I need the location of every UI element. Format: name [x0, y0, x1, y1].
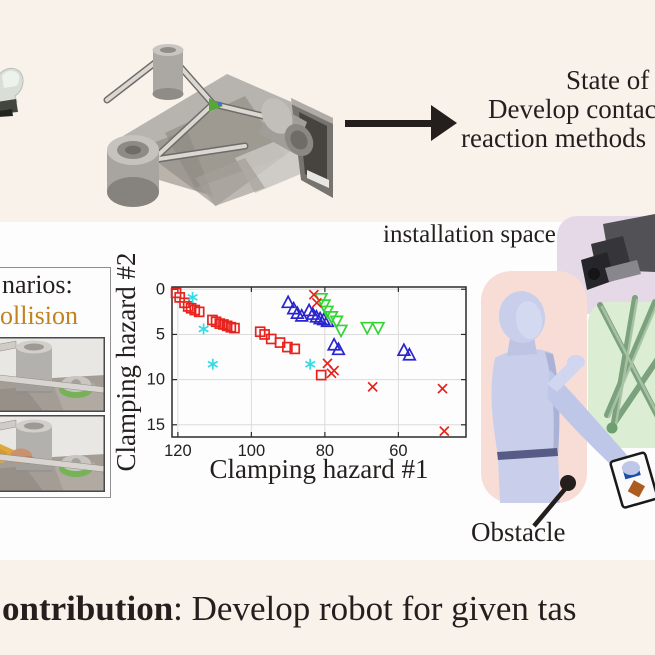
svg-text:10: 10	[147, 371, 165, 389]
installation-space-text: installation space	[383, 220, 556, 248]
gripper-thumbnail-image	[0, 67, 24, 117]
svg-text:80: 80	[316, 442, 334, 460]
series-green-triangles-down	[313, 292, 386, 339]
contribution-bold: ontribution	[2, 589, 174, 628]
svg-text:15: 15	[147, 416, 165, 434]
series-blue-triangles-up	[280, 294, 417, 361]
contribution-rest: : Develop robot for given tas	[173, 589, 577, 628]
svg-text:60: 60	[389, 442, 407, 460]
flow-arrow	[345, 120, 437, 127]
series-red-x	[308, 289, 450, 437]
y-axis-label: Clamping hazard #2	[115, 253, 141, 472]
collision-test-photo-2	[0, 415, 105, 492]
collision-test-photo-1	[0, 337, 105, 412]
obstacle-figure	[481, 271, 655, 509]
svg-text:120: 120	[164, 442, 192, 460]
handheld-card	[609, 451, 655, 509]
series-red-squares	[170, 287, 327, 381]
svg-text:100: 100	[238, 442, 266, 460]
svg-text:0: 0	[156, 280, 165, 298]
series-cyan-asterisks	[187, 291, 316, 370]
contribution-text: ontribution: Develop robot for given tas	[2, 589, 577, 629]
obstacle-pointer-dot	[560, 475, 576, 491]
designed-robot-image	[557, 214, 655, 448]
parallel-robot-image	[103, 44, 333, 207]
x-axis-label: Clamping hazard #1	[210, 454, 429, 484]
state-note-line-3: reaction methods	[461, 123, 647, 153]
obstacle-label: Obstacle	[471, 517, 566, 547]
state-note-line-2: Develop contac	[488, 94, 655, 124]
end-effector-green-marker	[209, 98, 223, 112]
flow-arrow-head	[431, 105, 457, 141]
obstacle-pointer	[532, 475, 576, 528]
scenario-title: narios:	[2, 270, 73, 299]
state-note-line-1: State of	[566, 65, 650, 95]
svg-text:5: 5	[156, 325, 165, 343]
scenario-collision-label: ollision	[0, 301, 79, 330]
